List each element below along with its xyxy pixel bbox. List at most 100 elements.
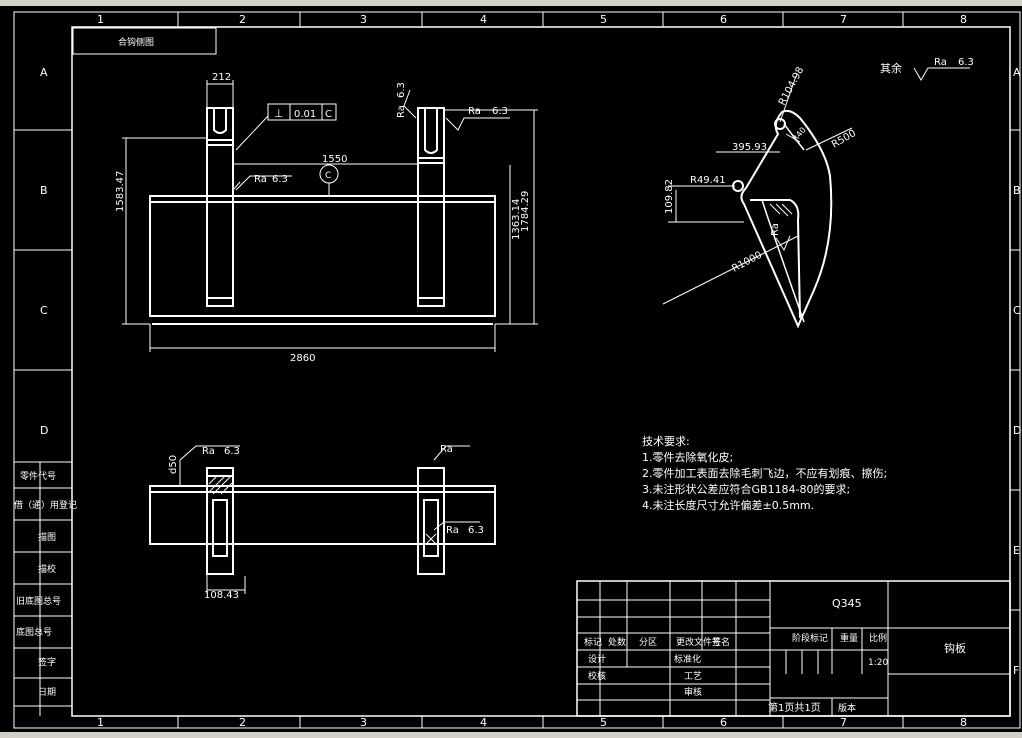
col-num: 4 xyxy=(480,716,487,729)
tb-header: 标记 xyxy=(584,636,602,648)
col-num: 6 xyxy=(720,716,727,729)
col-num: 2 xyxy=(239,716,246,729)
row-letter: D xyxy=(40,424,48,437)
gdt-frame: ⊥ 0.01 C xyxy=(267,103,337,121)
gdt-tolerance: 0.01 xyxy=(294,109,316,120)
title-block-text: Q345 标记 处数 分区 更改文件号 签名 设计 校核 标准化 工艺 审核 阶… xyxy=(584,597,966,714)
dim-r1000: R1000 xyxy=(730,250,764,275)
tb-header: 分区 xyxy=(639,637,657,648)
side-view-dimensions xyxy=(662,75,853,305)
col-num: 5 xyxy=(600,13,607,26)
ra-value: 6.3 xyxy=(958,57,974,68)
window-bottom-status-strip xyxy=(0,732,1022,738)
strip-label: 描校 xyxy=(38,563,56,575)
tb-header: 处数 xyxy=(608,636,626,648)
dim-span: 1550 xyxy=(322,154,347,165)
others-roughness: 其余 Ra 6.3 xyxy=(880,57,974,81)
ra-value: 6.3 xyxy=(272,174,288,185)
part-name: 钩板 xyxy=(944,641,966,655)
ra-value: 6.3 xyxy=(224,446,240,457)
title-block xyxy=(576,580,1011,717)
bottom-view-labels: d50 108.43 Ra 6.3 Ra Ra 6.3 xyxy=(168,444,484,601)
stage-label: 阶段标记 xyxy=(792,632,828,644)
col-num: 8 xyxy=(960,716,967,729)
strip-label: 底图总号 xyxy=(16,626,52,638)
dim-right-h1: 1363.14 xyxy=(511,199,522,240)
tech-item: 2.零件加工表面去除毛刺飞边，不应有划痕、擦伤; xyxy=(642,466,887,480)
col-num: 8 xyxy=(960,13,967,26)
ra-label: Ra xyxy=(202,446,215,457)
ra-label: Ra xyxy=(468,106,481,117)
ra-label: Ra xyxy=(396,105,407,118)
gdt-symbol: ⊥ xyxy=(274,107,284,120)
ra-label: Ra xyxy=(770,223,781,236)
tech-item: 3.未注形状公差应符合GB1184-80的要求; xyxy=(642,482,850,496)
ra-value: 6.3 xyxy=(396,82,407,98)
dim-395: 395.93 xyxy=(732,142,767,153)
window-top-toolbar-strip xyxy=(0,0,1022,6)
tb-mid: 标准化 xyxy=(674,653,701,665)
ra-value: 6.3 xyxy=(492,106,508,117)
col-num: 1 xyxy=(97,13,104,26)
drawing-frame xyxy=(13,11,1021,729)
dim-109: 109.82 xyxy=(664,179,675,214)
bottom-view-dimensions xyxy=(179,445,480,594)
row-letter: E xyxy=(1013,544,1020,557)
others-prefix: 其余 xyxy=(880,61,902,75)
col-num: 4 xyxy=(480,13,487,26)
side-view-hook[interactable] xyxy=(732,109,833,329)
left-strip xyxy=(14,461,72,716)
front-view[interactable] xyxy=(149,107,496,325)
row-letter: A xyxy=(1013,66,1021,79)
row-letter: F xyxy=(1013,664,1019,677)
tb-header: 更改文件号 xyxy=(676,636,721,648)
row-letter: D xyxy=(1013,424,1021,437)
side-view-hatch xyxy=(769,203,793,217)
tech-requirements: 技术要求: 1.零件去除氧化皮; 2.零件加工表面去除毛刺飞边，不应有划痕、擦伤… xyxy=(642,435,887,512)
left-strip-labels: 零件代号 借（通）用登记 描图 描校 旧底图总号 底图总号 签字 日期 xyxy=(14,470,77,698)
gdt-datum: C xyxy=(325,109,332,120)
ra-label: Ra xyxy=(446,525,459,536)
strip-label: 零件代号 xyxy=(20,470,56,482)
tech-item: 1.零件去除氧化皮; xyxy=(642,450,733,464)
dim-r40: R40 xyxy=(791,125,808,143)
corner-label: 合钩侧图 xyxy=(118,36,154,48)
tech-item: 4.未注长度尺寸允许偏差±0.5mm. xyxy=(642,498,814,512)
bottom-view[interactable] xyxy=(149,467,496,575)
bottom-view-hatch xyxy=(208,475,437,545)
dim-total-width: 2860 xyxy=(290,353,315,364)
col-num: 6 xyxy=(720,13,727,26)
strip-label: 借（通）用登记 xyxy=(14,499,77,511)
col-num: 1 xyxy=(97,716,104,729)
row-letter: B xyxy=(1013,184,1021,197)
version-label: 版本 xyxy=(838,702,856,714)
strip-label: 旧底图总号 xyxy=(16,595,61,607)
tech-title: 技术要求: xyxy=(642,435,690,448)
tb-row: 设计 xyxy=(588,653,606,665)
col-num: 3 xyxy=(360,13,367,26)
ra-label: Ra xyxy=(254,174,267,185)
tb-header: 签名 xyxy=(712,636,730,648)
datum-label: C xyxy=(325,171,331,181)
ra-label: Ra xyxy=(440,444,453,455)
ra-label: Ra xyxy=(934,57,947,68)
col-num: 3 xyxy=(360,716,367,729)
row-letter: C xyxy=(1013,304,1021,317)
row-letter: B xyxy=(40,184,48,197)
dim-left-height: 1583.47 xyxy=(115,171,126,212)
sheet-info: 第1页共1页 xyxy=(768,701,821,714)
frame-column-numbers: 1 2 3 4 5 6 7 8 1 2 3 4 5 6 7 8 xyxy=(97,13,967,729)
dim-top-width: 212 xyxy=(212,72,231,83)
weight-label: 重量 xyxy=(840,632,858,644)
col-num: 7 xyxy=(840,13,847,26)
dim-r49: R49.41 xyxy=(690,175,726,186)
dim-50: d50 xyxy=(168,455,179,474)
strip-label: 签字 xyxy=(38,656,56,668)
col-num: 5 xyxy=(600,716,607,729)
scale-value: 1:20 xyxy=(868,658,888,668)
material: Q345 xyxy=(832,597,862,610)
dim-r-top: R104.98 xyxy=(777,65,806,107)
ra-value: 6.3 xyxy=(468,525,484,536)
tb-row: 校核 xyxy=(588,670,606,682)
